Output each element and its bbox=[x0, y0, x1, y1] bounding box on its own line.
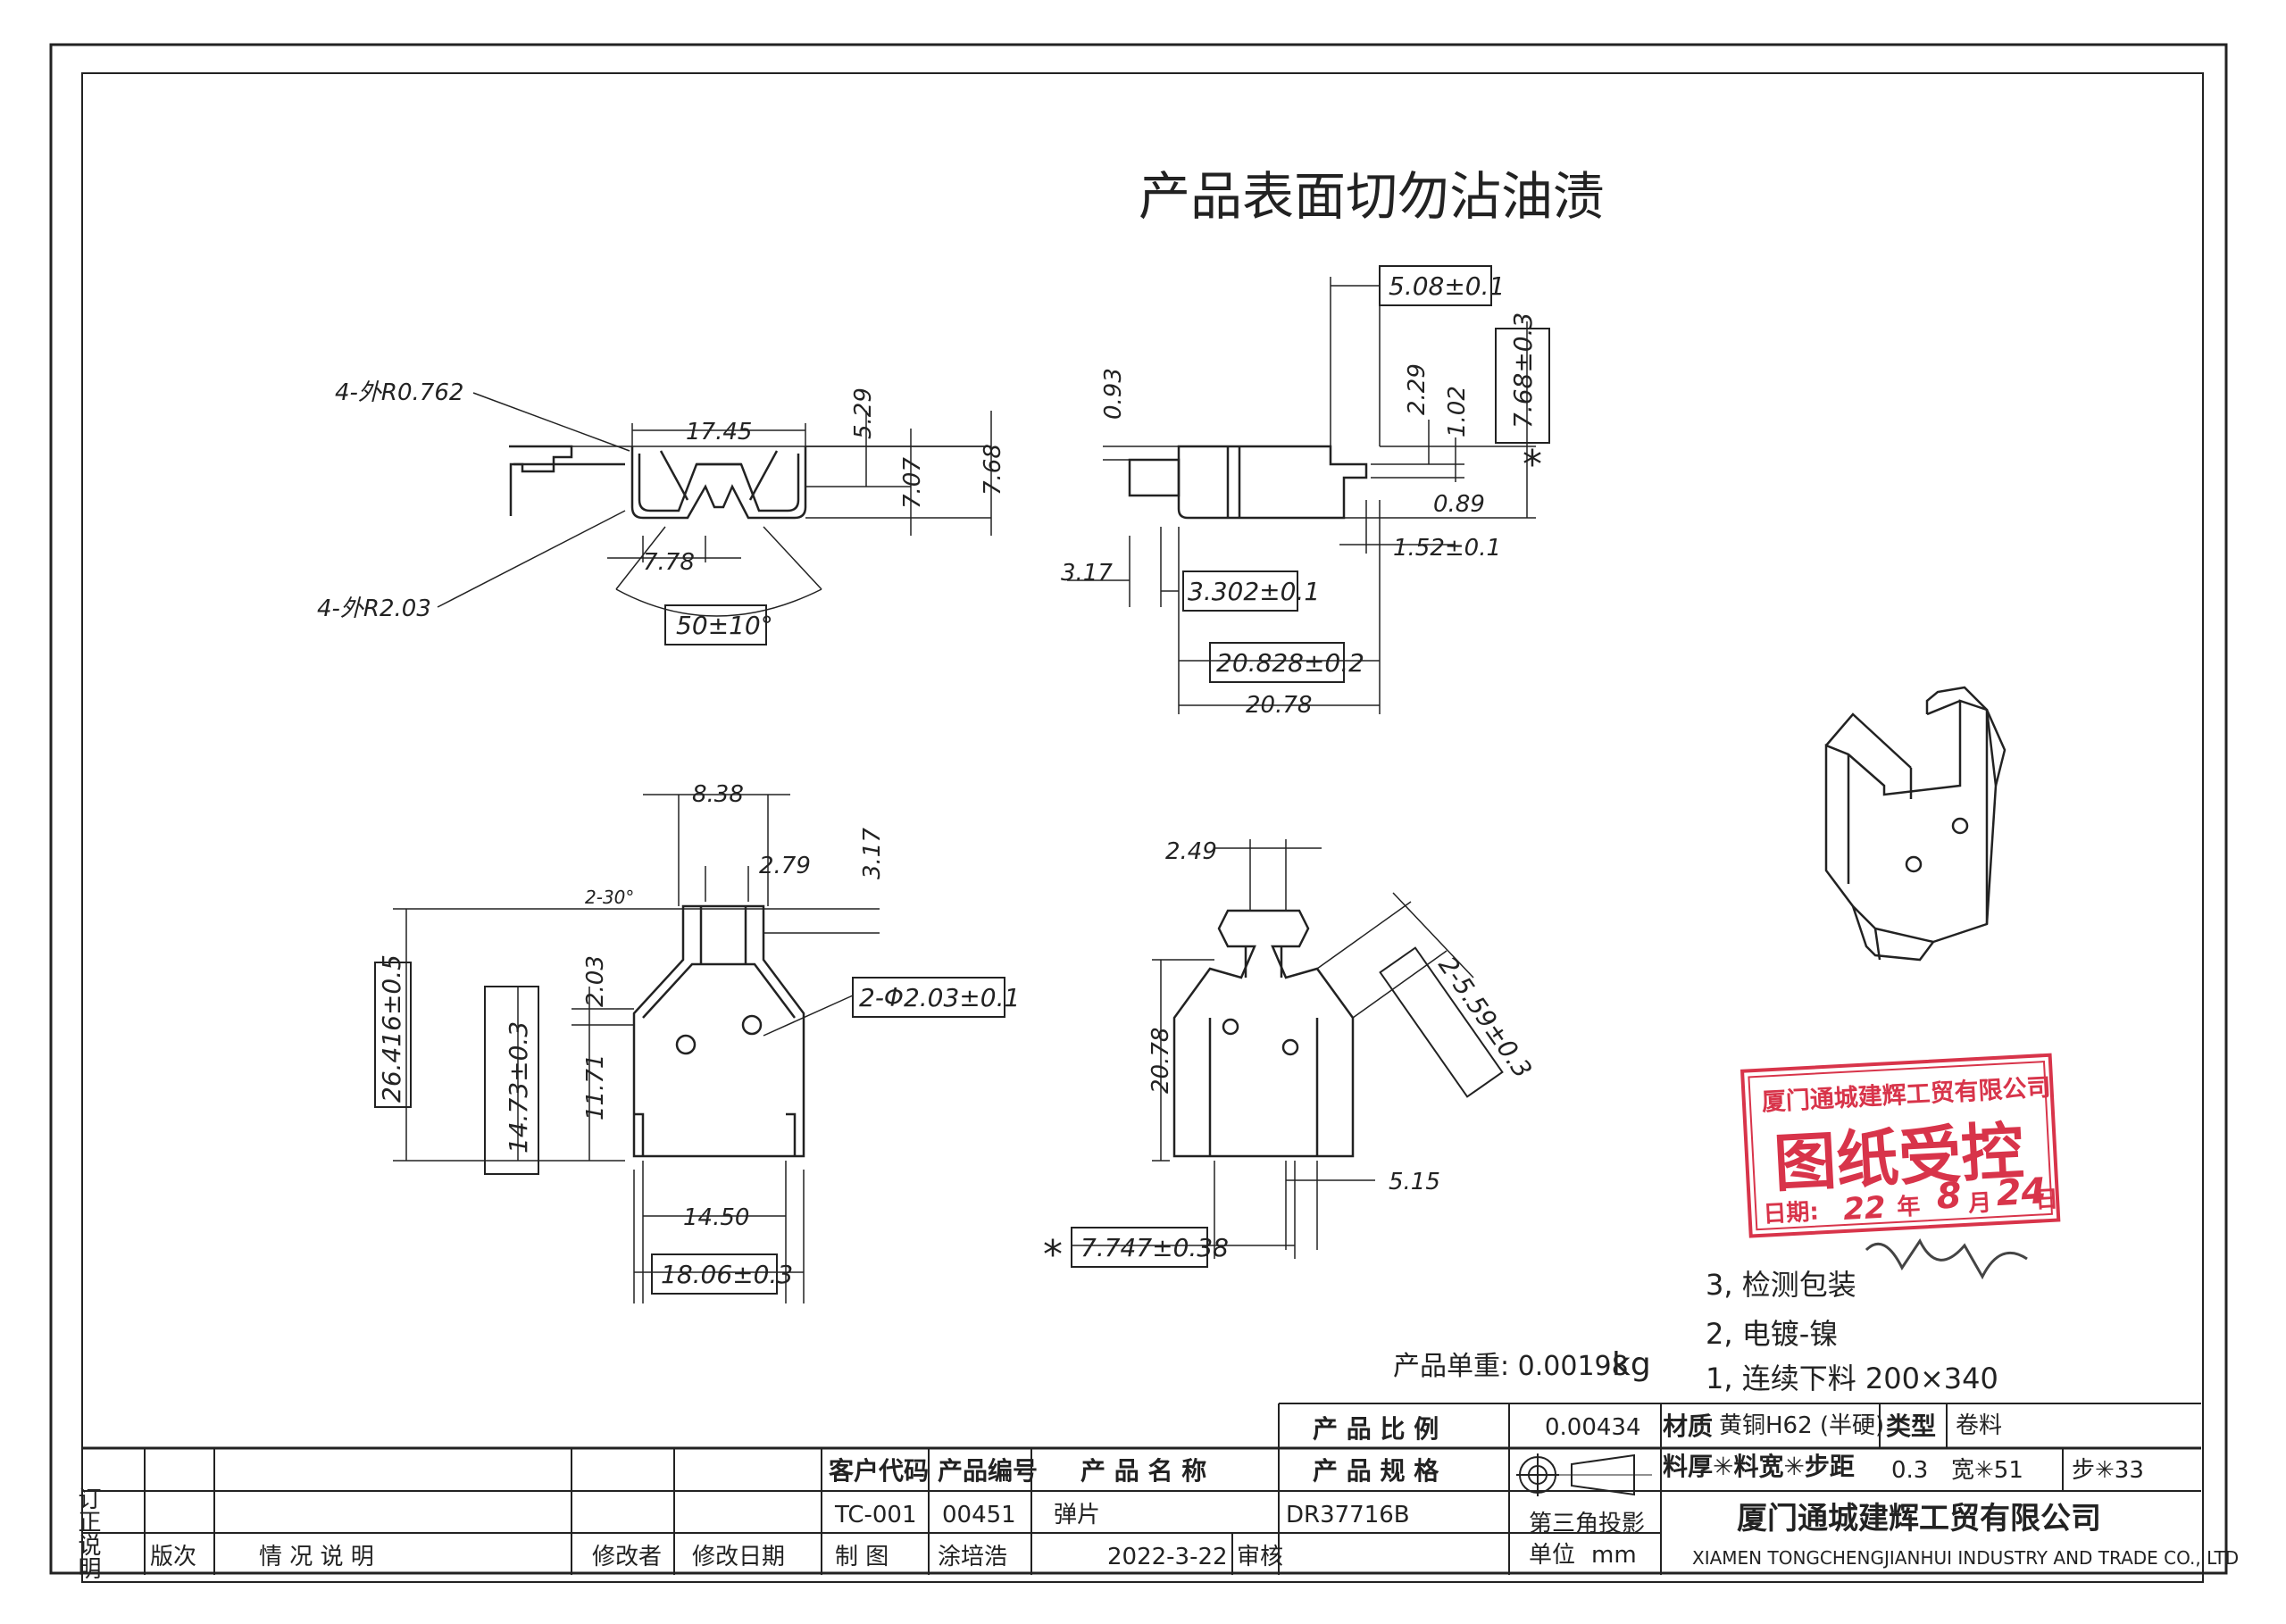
asterisk-side: * bbox=[1523, 442, 1542, 487]
dim-side-20828: 20.828±0.2 bbox=[1216, 648, 1364, 678]
spec-value: DR37716B bbox=[1286, 1502, 1410, 1528]
thickness-label: 料厚✳料宽✳步距 bbox=[1663, 1452, 1855, 1481]
dim-front-1806: 18.06±0.3 bbox=[661, 1260, 793, 1289]
dim-front-203: 2.03 bbox=[582, 955, 609, 1007]
dim-front-1171: 11.71 bbox=[582, 1054, 609, 1120]
type-value: 卷料 bbox=[1956, 1412, 2002, 1439]
rev-col-version: 版次 bbox=[150, 1544, 196, 1570]
type-label: 类型 bbox=[1886, 1412, 1936, 1441]
dim-side-093: 0.93 bbox=[1100, 368, 1127, 420]
stamp-year-mark: 年 bbox=[1896, 1193, 1921, 1221]
dim-angle-50: 50±10° bbox=[676, 611, 773, 640]
stamp-company: 厦门通城建辉工贸有限公司 bbox=[1761, 1074, 2051, 1117]
material-label: 材质 bbox=[1663, 1412, 1713, 1441]
drawn-label: 制 图 bbox=[835, 1544, 889, 1570]
stamp-month-mark: 月 bbox=[1966, 1189, 1992, 1217]
note-2: 2, 电镀-镍 bbox=[1706, 1317, 1838, 1351]
dim-side-229: 2.29 bbox=[1404, 363, 1431, 415]
dim-side-768: 7.68±0.3 bbox=[1508, 312, 1538, 429]
view-side bbox=[1067, 265, 1550, 714]
product-no-label: 产品编号 bbox=[938, 1456, 1038, 1486]
dim-front-279: 2.79 bbox=[759, 853, 811, 879]
note-3: 3, 检测包装 bbox=[1706, 1268, 1856, 1302]
dim-back-249: 2.49 bbox=[1165, 838, 1217, 865]
dim-side-089: 0.89 bbox=[1433, 491, 1485, 518]
review-label: 审核 bbox=[1237, 1544, 1283, 1570]
inner-border bbox=[81, 72, 2204, 1583]
dim-side-2078: 20.78 bbox=[1246, 692, 1312, 719]
drawn-date: 2022-3-22 bbox=[1107, 1544, 1228, 1570]
dim-h-707: 7.07 bbox=[899, 457, 926, 509]
rev-col-modifier: 修改者 bbox=[592, 1544, 662, 1570]
asterisk-back: * bbox=[1043, 1232, 1063, 1278]
company-cn: 厦门通城建辉工贸有限公司 bbox=[1737, 1501, 2101, 1537]
dim-outer-radius: 4-外R0.762 bbox=[335, 379, 463, 406]
scale-value: 0.00434 bbox=[1545, 1414, 1641, 1441]
dim-front-317: 3.17 bbox=[859, 828, 886, 879]
dim-h-529: 5.29 bbox=[850, 387, 877, 439]
material-value: 黄铜H62 (半硬) bbox=[1719, 1412, 1884, 1439]
dim-side-102: 1.02 bbox=[1444, 386, 1471, 437]
dim-side-152: 1.52±0.1 bbox=[1393, 535, 1501, 562]
stamp-day-mark: 日 bbox=[2034, 1186, 2059, 1213]
stamp-year: 22 bbox=[1842, 1190, 1886, 1228]
dim-front-holes: 2-Φ2.03±0.1 bbox=[859, 983, 1020, 1012]
dim-front-angle: 2-30° bbox=[585, 887, 634, 908]
note-1: 1, 连续下料 200×340 bbox=[1706, 1362, 1998, 1395]
stamp-text: 图纸受控 bbox=[1772, 1114, 2025, 1201]
customer-code-label: 客户代码 bbox=[829, 1456, 929, 1486]
isometric-view bbox=[1824, 686, 2007, 962]
drawing-title: 产品表面切勿沾油渍 bbox=[1139, 166, 1605, 227]
width-value: 宽✳51 bbox=[1951, 1457, 2023, 1484]
dim-back-2078: 20.78 bbox=[1147, 1028, 1174, 1094]
dim-side-508: 5.08±0.1 bbox=[1389, 271, 1505, 301]
dim-back-559: 2-5.59±0.3 bbox=[1432, 951, 1538, 1084]
revision-title: 订正说明 bbox=[74, 1487, 101, 1579]
scale-label: 产 品 比 例 bbox=[1313, 1414, 1439, 1444]
product-name: 弹片 bbox=[1054, 1502, 1100, 1528]
dim-front-1473: 14.73±0.3 bbox=[504, 1021, 533, 1153]
dim-back-7747: 7.747±0.38 bbox=[1080, 1233, 1229, 1262]
product-name-label: 产 品 名 称 bbox=[1080, 1456, 1206, 1486]
pitch-value: 步✳33 bbox=[2072, 1457, 2144, 1484]
projection: 第三角投影 bbox=[1529, 1511, 1645, 1537]
dim-inner-radius: 4-外R2.03 bbox=[317, 595, 431, 622]
dim-front-1450: 14.50 bbox=[683, 1204, 749, 1231]
dim-front-26416: 26.416±0.5 bbox=[377, 954, 406, 1103]
dim-back-515: 5.15 bbox=[1389, 1169, 1440, 1195]
thickness-value: 0.3 bbox=[1891, 1457, 1928, 1484]
product-no: 00451 bbox=[942, 1502, 1016, 1528]
dim-side-317: 3.17 bbox=[1061, 560, 1113, 587]
title-block bbox=[82, 1403, 2201, 1575]
unit-value: mm bbox=[1591, 1542, 1637, 1569]
drawn-by: 涂培浩 bbox=[938, 1544, 1007, 1570]
view-top bbox=[437, 392, 992, 645]
stamp-day: 24 bbox=[1995, 1170, 2047, 1214]
unit-label: 单位 bbox=[1529, 1542, 1575, 1569]
control-stamp: 厦门通城建辉工贸有限公司 图纸受控 日期: 22 年 8 月 24 日 bbox=[1740, 1053, 2061, 1238]
weight-unit: kg bbox=[1612, 1346, 1651, 1383]
outer-border bbox=[49, 43, 2228, 1575]
stamp-month: 8 bbox=[1936, 1175, 1963, 1217]
weight-label: 产品单重: 0.00198 bbox=[1393, 1351, 1629, 1382]
dim-side-3302: 3.302±0.1 bbox=[1188, 577, 1320, 606]
company-en: XIAMEN TONGCHENGJIANHUI INDUSTRY AND TRA… bbox=[1692, 1547, 2239, 1569]
handwritten-signature bbox=[1865, 1238, 2028, 1280]
customer-code: TC-001 bbox=[834, 1502, 917, 1528]
dim-h-768: 7.68 bbox=[980, 444, 1006, 496]
dim-gap-778: 7.78 bbox=[643, 549, 695, 576]
rev-col-desc: 情 况 说 明 bbox=[259, 1544, 374, 1570]
dim-width-1745: 17.45 bbox=[686, 419, 752, 446]
rev-col-date: 修改日期 bbox=[692, 1544, 785, 1570]
dim-front-838: 8.38 bbox=[692, 781, 744, 808]
view-front bbox=[374, 794, 1005, 1303]
spec-label: 产 品 规 格 bbox=[1313, 1456, 1439, 1486]
stamp-date-label: 日期: bbox=[1763, 1199, 1820, 1228]
view-back bbox=[1071, 839, 1504, 1268]
